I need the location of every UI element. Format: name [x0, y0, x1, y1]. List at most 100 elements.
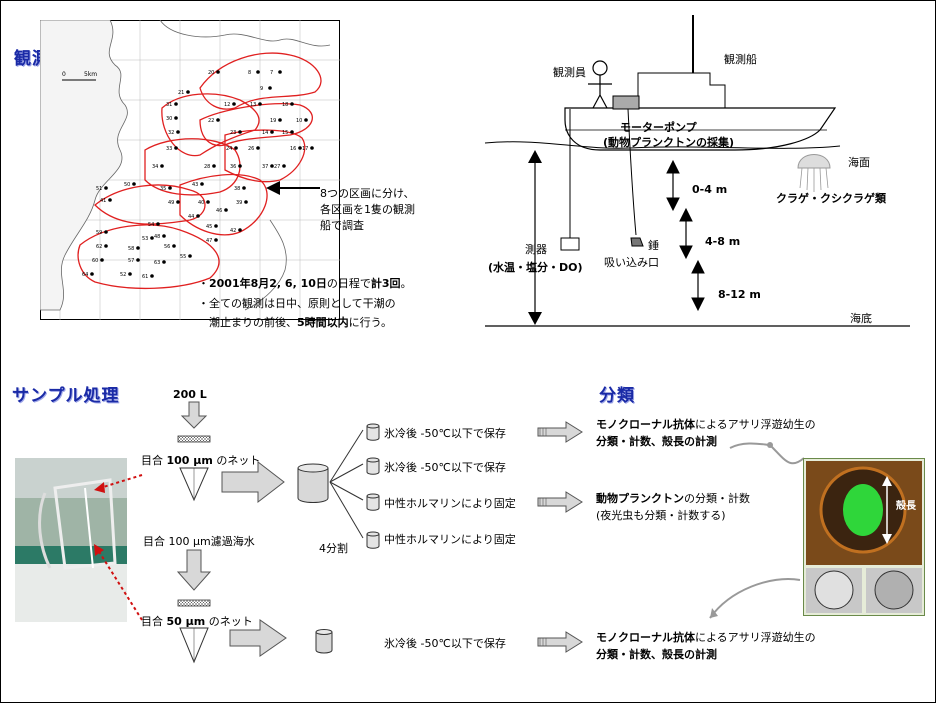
- schedule-line3: 潮止まりの前後、5時間以内に行う。: [209, 316, 392, 329]
- station-dot: [278, 70, 282, 74]
- station-dot: [216, 70, 220, 74]
- station-label: 15: [282, 130, 288, 136]
- station-label: 44: [188, 214, 194, 220]
- station-dot: [174, 116, 178, 120]
- station-dot: [238, 130, 242, 134]
- station-dot: [172, 244, 176, 248]
- schedule-count: 計3回: [370, 277, 401, 290]
- split-tank: [297, 463, 329, 503]
- surface-label: 海面: [848, 156, 870, 169]
- pump-box: [612, 95, 640, 110]
- station-label: 14: [262, 130, 268, 136]
- sensor-label: 測器: [525, 243, 547, 256]
- station-dot: [278, 118, 282, 122]
- station-dot: [162, 234, 166, 238]
- station-label: 10: [296, 118, 302, 124]
- depth-arrows: [666, 159, 705, 312]
- result-2-bold: 動物プランクトン: [596, 492, 684, 505]
- station-label: 28: [204, 164, 210, 170]
- station-label: 40: [198, 200, 204, 206]
- station-dot: [160, 164, 164, 168]
- station-label: 30: [166, 116, 172, 122]
- depth-label-2: 4-8 m: [705, 235, 741, 248]
- net100-prefix: 目合: [141, 454, 167, 467]
- station-dot: [270, 130, 274, 134]
- station-label: 39: [236, 200, 242, 206]
- pump-sublabel: (動物プランクトンの採集): [603, 136, 735, 149]
- station-label: 26: [248, 146, 254, 152]
- station-label: 38: [234, 186, 240, 192]
- station-label: 37: [262, 164, 268, 170]
- station-dot: [150, 274, 154, 278]
- station-dot: [90, 272, 94, 276]
- net50-label: 目合 50 μm のネット: [141, 615, 253, 628]
- region-note-arrow: [266, 181, 320, 195]
- station-dot: [282, 164, 286, 168]
- sensor-sublabel: (水温・塩分・DO): [488, 261, 583, 274]
- station-dot: [176, 130, 180, 134]
- result-1-line1: モノクローナル抗体によるアサリ浮遊幼生の: [596, 418, 816, 431]
- boat-diagram: [484, 15, 910, 327]
- station-dot: [168, 186, 172, 190]
- bottom-branch-label: 氷冷後 -50℃以下で保存: [384, 637, 506, 650]
- bottom-tank: [315, 629, 333, 654]
- jellyfish-icon: [797, 154, 831, 192]
- net100-size: 100 μm: [166, 454, 213, 467]
- result-3-bold: モノクローナル抗体: [596, 631, 695, 644]
- station-dot: [224, 208, 228, 212]
- station-dot: [290, 130, 294, 134]
- station-dot: [238, 228, 242, 232]
- station-dot: [304, 118, 308, 122]
- schedule-dates: 2001年8月2, 6, 10日: [209, 277, 327, 290]
- region-note: 8つの区画に分け、 各区画を1隻の観測 船で調査: [320, 187, 415, 232]
- branch-label-2: 氷冷後 -50℃以下で保存: [384, 461, 506, 474]
- net-photo: [15, 458, 127, 622]
- net100-label: 目合 100 μm のネット: [141, 454, 260, 467]
- station-label: 19: [270, 118, 276, 124]
- station-dot: [214, 238, 218, 242]
- station-label: 64: [82, 272, 88, 278]
- survey-regions: [77, 52, 322, 290]
- station-dot: [244, 200, 248, 204]
- schedule-line3-prefix: 潮止まりの前後、: [209, 316, 297, 329]
- schedule-line3-end: に行う。: [348, 316, 392, 329]
- station-label: 33: [166, 146, 172, 152]
- station-dot: [200, 182, 204, 186]
- branch-vials: [366, 423, 380, 549]
- region-note-line2: 各区画を1隻の観測: [320, 203, 415, 216]
- station-label: 27: [274, 164, 280, 170]
- station-dot: [256, 70, 260, 74]
- classification-arrows: [537, 421, 583, 653]
- jellyfish-label: クラゲ・クシクラゲ類: [776, 192, 886, 205]
- split-label: 4分割: [319, 542, 348, 555]
- station-dot: [132, 182, 136, 186]
- station-label: 42: [230, 228, 236, 234]
- depth-label-3: 8-12 m: [718, 288, 761, 301]
- station-dot: [212, 164, 216, 168]
- station-label: 63: [154, 260, 160, 266]
- region-note-line1: 8つの区画に分け、: [320, 187, 415, 200]
- station-label: 51: [96, 186, 102, 192]
- schedule-end: 。: [400, 277, 412, 290]
- ship-label: 観測船: [724, 53, 757, 66]
- net50-suffix: のネット: [205, 615, 253, 628]
- station-dot: [136, 258, 140, 262]
- station-label: 12: [224, 102, 230, 108]
- station-label: 61: [142, 274, 148, 280]
- station-dot: [258, 102, 262, 106]
- net100-suffix: のネット: [212, 454, 261, 467]
- station-label: 57: [128, 258, 134, 264]
- schedule-mid: の日程で: [326, 277, 371, 290]
- map-scale-label: 5km: [84, 71, 97, 78]
- station-label: 7: [270, 70, 273, 76]
- larvae-photo: [803, 458, 925, 616]
- schedule-bullet-1: ・: [198, 277, 209, 290]
- coastline: [40, 20, 128, 311]
- station-dot: [174, 146, 178, 150]
- station-dot: [100, 258, 104, 262]
- station-label: 46: [216, 208, 222, 214]
- intake-label: 吸い込み口: [604, 256, 659, 269]
- bottom-label: 海底: [850, 312, 872, 325]
- weight-shape: [630, 237, 644, 247]
